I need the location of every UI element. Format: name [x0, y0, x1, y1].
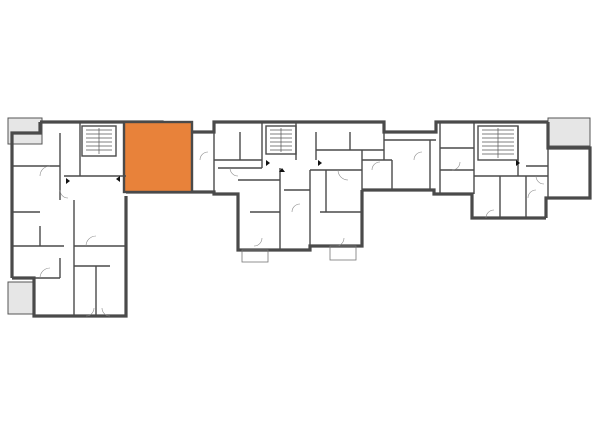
stair-left — [86, 128, 112, 154]
balcony-bottom-left — [7, 281, 35, 315]
entrance-pads — [241, 245, 357, 263]
interior-walls — [12, 122, 549, 316]
highlighted-unit[interactable] — [122, 120, 194, 194]
balcony-top-right — [547, 117, 591, 147]
entry-markers — [66, 160, 520, 184]
stair-middle — [270, 128, 292, 152]
balcony-top-left — [7, 117, 43, 145]
stair-cores — [86, 128, 514, 158]
balconies — [7, 117, 591, 315]
stair-right — [482, 128, 514, 158]
